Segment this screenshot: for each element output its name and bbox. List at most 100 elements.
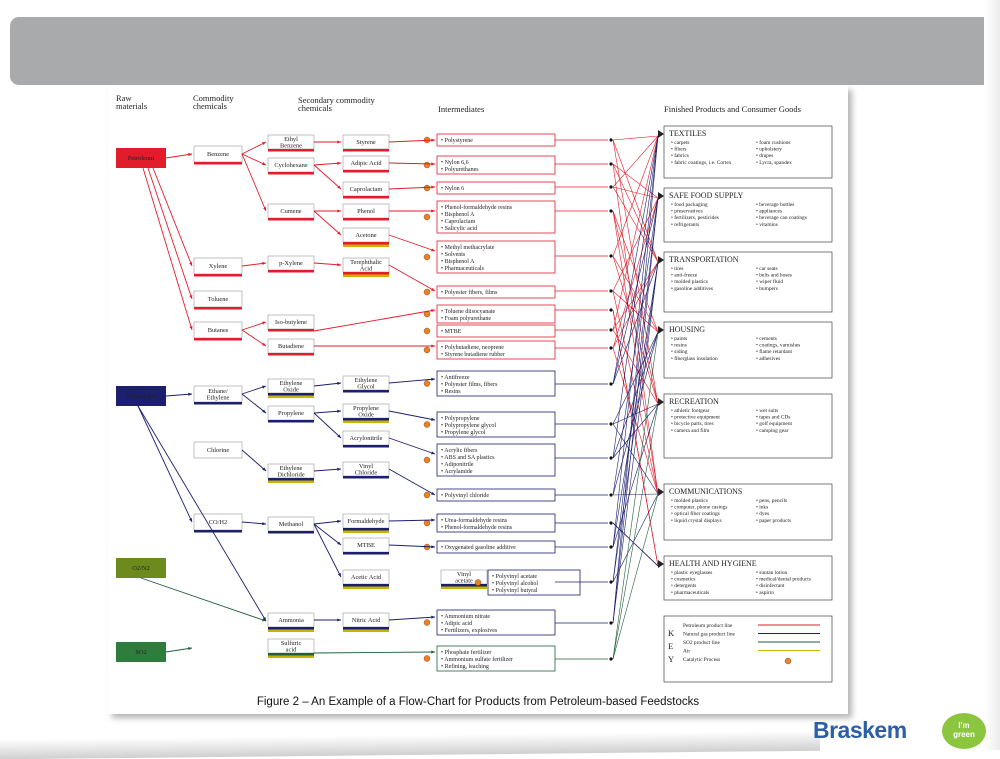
intermediate-box: [436, 240, 556, 274]
color-bar: [268, 218, 314, 221]
intermediate-item: • Polyester fibers, films: [441, 289, 498, 296]
flow-arrow: [165, 393, 193, 397]
footer-swoosh: [0, 730, 820, 759]
finished-item: • fabrics: [671, 152, 689, 159]
flow-arrow: [388, 468, 436, 496]
color-bar: [343, 629, 389, 632]
fan-line: [612, 197, 659, 496]
finished-item: • car seats: [756, 266, 778, 272]
secondary-a-node-label: Benzene: [280, 143, 302, 150]
arrow-head: [337, 618, 341, 622]
finished-item: • aspirin: [756, 590, 774, 596]
header-raw-materials: Raw: [116, 93, 132, 103]
color-bar: [343, 476, 389, 479]
finished-item: • golf equipment: [756, 420, 793, 427]
finished-item: • food packaging: [671, 201, 708, 208]
color-bar: [268, 531, 314, 534]
fan-line: [612, 423, 659, 495]
arrow-head: [262, 142, 266, 146]
secondary-a-node-label: Ethylene: [280, 465, 303, 472]
key-entry: Natural gas product line: [683, 632, 736, 638]
flow-arrow: [313, 410, 342, 414]
arrow-head: [431, 344, 435, 348]
slide-edge-decoration: [984, 0, 1000, 750]
intermediate-box: [436, 411, 556, 438]
finished-products-box: [663, 555, 833, 601]
intermediate-item: • Polyvinyl alcohol: [492, 581, 538, 587]
fan-line: [612, 135, 659, 459]
intermediate-item: • MTBE: [441, 329, 462, 335]
flow-arrow: [313, 523, 342, 578]
color-bar: [268, 353, 314, 356]
catalyst-icon: [423, 346, 431, 354]
color-bar: [268, 149, 314, 152]
finished-item: • wet suits: [756, 408, 778, 414]
fan-line: [612, 210, 659, 333]
finished-item: • camping gear: [756, 428, 789, 434]
slide-title-bar: [10, 17, 992, 85]
finished-item: • coatings, varnishes: [756, 343, 800, 349]
secondary-b-node-label: Styrene: [356, 139, 376, 146]
raw-material-label: SO2: [135, 649, 146, 656]
intermediate-item: • Polyvinyl butyral: [492, 588, 538, 594]
flow-arrow: [241, 141, 267, 155]
arrow-head: [337, 541, 341, 545]
intermediate-item: • Salicylic acid: [441, 226, 477, 232]
arrow-head: [431, 615, 435, 619]
color-bar: [268, 478, 314, 481]
color-bar: [343, 274, 389, 277]
flow-arrow: [313, 468, 342, 472]
junction-dot: [609, 328, 613, 332]
fan-line: [612, 210, 659, 405]
finished-products-box: [663, 251, 833, 313]
intermediate-box: [436, 181, 556, 195]
color-bar: [343, 196, 389, 199]
flow-arrow: [241, 329, 267, 347]
arrow-head: [431, 417, 435, 421]
braskem-logo: Braskem: [813, 717, 907, 743]
arrow-head: [431, 545, 435, 549]
catalyst-icon: [423, 619, 431, 626]
finished-item: • anti-freeze: [671, 272, 698, 279]
figure-caption: Figure 2 – An Example of a Flow-Chart fo…: [256, 696, 700, 708]
arrow-head: [431, 248, 435, 252]
flow-arrow: [313, 412, 342, 439]
flow-arrow: [388, 616, 436, 621]
arrow-head: [262, 385, 266, 389]
color-bar: [268, 627, 314, 630]
junction-dot: [609, 209, 613, 213]
fan-line: [612, 331, 659, 459]
fan-line: [612, 403, 659, 548]
flow-arrow: [388, 437, 436, 455]
arrow-head: [431, 287, 435, 291]
secondary-a-node-label: p-Xylene: [279, 260, 303, 267]
color-bar: [343, 390, 389, 393]
raw-material-box: [116, 558, 166, 578]
finished-item: • belts and hoses: [756, 273, 792, 279]
raw-material-label: Petroleum: [128, 155, 154, 162]
color-bar: [343, 244, 389, 247]
color-bar: [343, 445, 389, 448]
key-letter: K: [668, 628, 675, 638]
fan-line: [612, 186, 659, 199]
arrow-head: [431, 491, 435, 495]
catalyst-icon: [423, 161, 431, 169]
flow-arrow: [313, 520, 342, 525]
finished-item: • appliances: [756, 209, 782, 215]
flow-arrow: [241, 393, 267, 414]
badge-line-1: I'm: [958, 721, 970, 730]
fan-line: [612, 261, 659, 349]
junction-dot: [609, 308, 613, 312]
fan-line: [612, 135, 659, 257]
intermediate-box: [436, 443, 556, 477]
color-bar: [343, 418, 389, 421]
arrow-head: [189, 295, 193, 299]
im-green-badge: I'm green: [942, 713, 986, 749]
arrow-head: [188, 647, 192, 651]
raw-material-box: [116, 148, 166, 168]
flow-arrow: [388, 410, 436, 421]
junction-dot: [609, 138, 613, 142]
intermediate-item: • Phenol-formaldehyde resins: [441, 524, 513, 531]
flow-arrow: [388, 234, 436, 252]
